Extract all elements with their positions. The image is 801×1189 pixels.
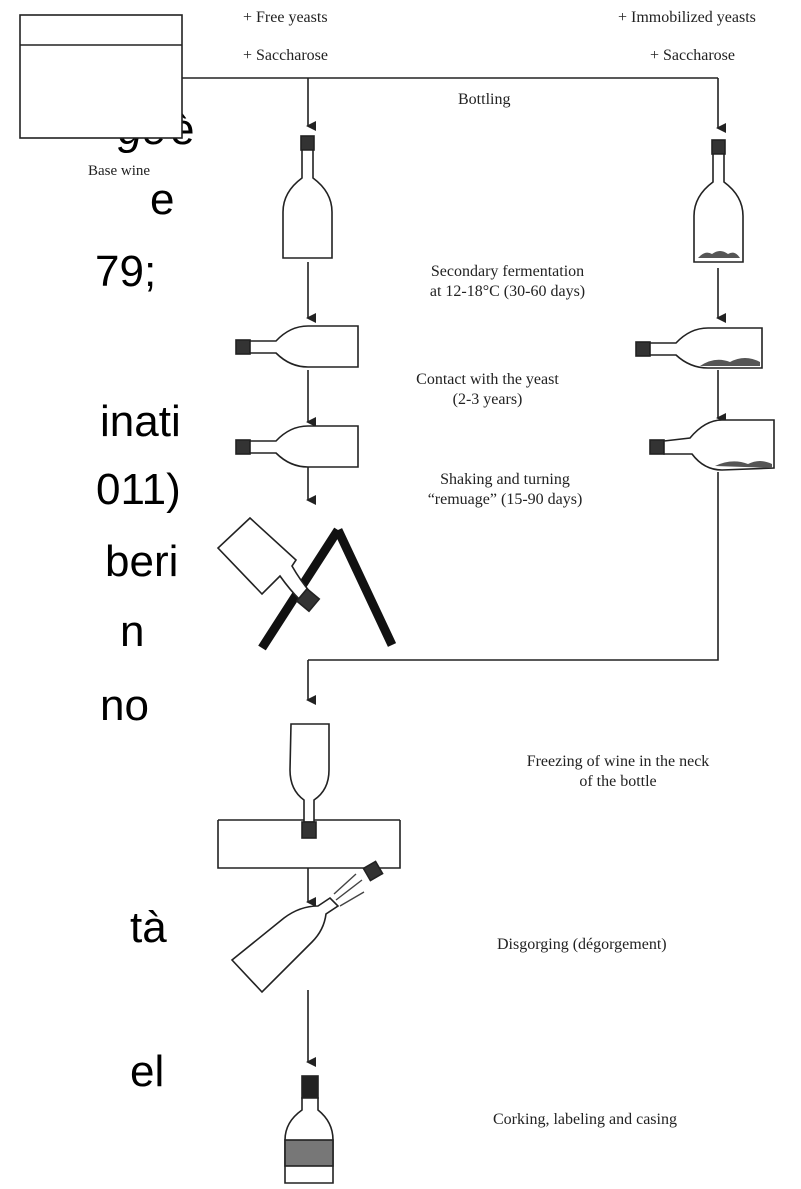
- bottle-inverted-freezing: [289, 723, 330, 839]
- label-contact-yeast-line-2: (2-3 years): [452, 391, 523, 408]
- label-free-yeasts: + Free yeasts: [243, 9, 328, 26]
- merge-path: [308, 472, 719, 661]
- slide-text-line-8: no: [100, 681, 149, 730]
- label-saccharose-left: + Saccharose: [243, 47, 328, 64]
- bottle-upright-right: [693, 139, 744, 263]
- slide-text-line-2: e: [150, 175, 175, 224]
- slide-text-line-7: n: [120, 607, 145, 656]
- label-immobilized-yeasts: + Immobilized yeasts: [618, 9, 756, 26]
- label-saccharose-right: + Saccharose: [650, 47, 735, 64]
- label-remuage-line-2: “remuage” (15-90 days): [427, 491, 583, 508]
- label-secondary-fermentation: Secondary fermentation at 12-18°C (30-60…: [395, 262, 620, 302]
- label-contact-yeast-line-1: Contact with the yeast: [416, 371, 559, 388]
- bottle-horizontal-left-2: [235, 425, 359, 468]
- bottle-horizontal-right-1: [635, 327, 763, 369]
- bottle-upright-left: [282, 135, 333, 259]
- bottle-tilted-right-2: [649, 419, 775, 471]
- label-bottling: Bottling: [458, 91, 511, 108]
- bottle-corked-labeled: [284, 1075, 334, 1184]
- label-secondary-fermentation-line-1: Secondary fermentation: [430, 263, 585, 280]
- slide-text-line-6: beri: [105, 537, 179, 586]
- label-contact-yeast: Contact with the yeast (2-3 years): [400, 370, 575, 410]
- label-base-wine: Base wine: [88, 163, 151, 179]
- label-remuage-line-1: Shaking and turning: [440, 471, 570, 488]
- slide-text-line-5: 011): [96, 465, 181, 514]
- slide-text-line-10: el: [130, 1047, 165, 1096]
- label-freezing-line-2: of the bottle: [579, 773, 657, 790]
- label-corking: Corking, labeling and casing: [493, 1111, 677, 1128]
- label-secondary-fermentation-line-2: at 12-18°C (30-60 days): [429, 283, 586, 300]
- bottle-in-riddling-rack: [216, 516, 321, 613]
- bottle-horizontal-left-1: [235, 325, 359, 368]
- slide-text-line-3: 79;: [95, 247, 157, 296]
- base-wine-tank: [19, 14, 183, 139]
- label-freezing: Freezing of wine in the neck of the bott…: [488, 752, 748, 792]
- label-freezing-line-1: Freezing of wine in the neck: [526, 753, 710, 770]
- bottle-disgorging: [230, 860, 384, 994]
- label-remuage: Shaking and turning “remuage” (15-90 day…: [395, 470, 615, 510]
- slide-text-line-4: inati: [100, 397, 181, 446]
- label-disgorging: Disgorging (dégorgement): [497, 936, 667, 953]
- slide-text-line-9: tà: [130, 903, 167, 952]
